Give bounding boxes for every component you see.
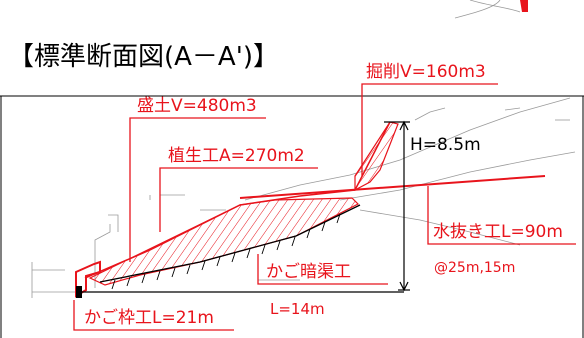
height-label: H=8.5m [410, 135, 481, 155]
height-dimension [384, 120, 410, 292]
gabion-frame-block [75, 260, 101, 298]
drainage-label: 水抜き工L=90m [433, 222, 563, 242]
slope-surface [84, 121, 391, 279]
gabion-culvert-label: かご暗渠工 [266, 262, 351, 282]
length-label: L=14m [270, 300, 325, 318]
drainage-spacing-label: @25m,15m [434, 260, 516, 276]
diagram-title: 【標準断面図(A－A')】 [8, 42, 280, 72]
vegetation-label: 植生工A=270m2 [168, 146, 305, 166]
excavation-label: 掘削V=160m3 [366, 62, 486, 82]
top-right-marker [520, 0, 528, 12]
gabion-culvert-line [99, 204, 361, 283]
leader-lines [73, 83, 576, 331]
top-curve-line [454, 0, 501, 19]
embankment-label: 盛土V=480m3 [137, 96, 257, 116]
gabion-culvert-ticks [111, 213, 341, 290]
gabion-frame-label: かご枠工L=21m [84, 308, 214, 328]
drainage-pipe-line [239, 175, 546, 199]
